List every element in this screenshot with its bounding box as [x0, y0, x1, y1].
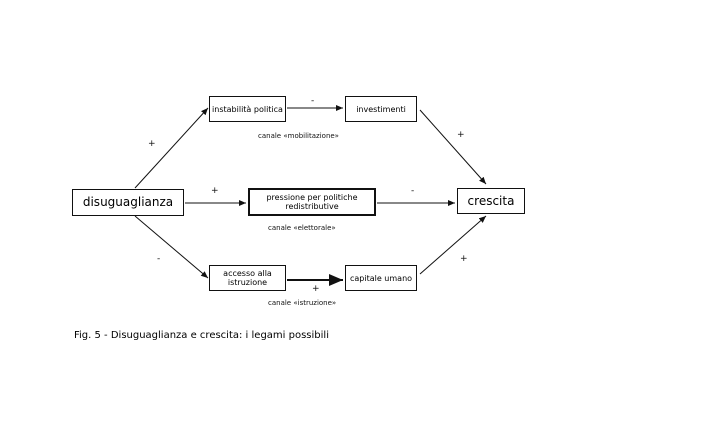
- node-disuguaglianza: disuguaglianza: [72, 189, 184, 216]
- arrow-inv-cresc: [419, 109, 487, 185]
- sign-acc-cap: +: [312, 284, 320, 294]
- node-instabilita: instabilità politica: [209, 96, 286, 122]
- arrow-dis-instab: [134, 107, 209, 189]
- node-investimenti: investimenti: [345, 96, 417, 122]
- node-capitale: capitale umano: [345, 265, 417, 291]
- sign-cap-cresc: +: [460, 254, 468, 264]
- sign-press-cresc: -: [411, 186, 415, 196]
- sign-inv-cresc: +: [457, 130, 465, 140]
- sign-dis-acc: -: [157, 254, 161, 264]
- sign-dis-press: +: [211, 186, 219, 196]
- figure-caption: Fig. 5 - Disuguaglianza e crescita: i le…: [74, 330, 329, 341]
- sign-instab-inv: -: [311, 96, 315, 106]
- channel-elettorale-label: canale «elettorale»: [268, 224, 336, 232]
- arrow-cap-cresc: [419, 215, 487, 275]
- node-crescita: crescita: [457, 188, 525, 214]
- node-accesso: accesso alla istruzione: [209, 265, 286, 291]
- node-pressione: pressione per politiche redistributive: [248, 188, 376, 216]
- arrow-dis-acc: [134, 215, 209, 279]
- channel-istruzione-label: canale «istruzione»: [268, 299, 337, 307]
- sign-dis-instab: +: [148, 139, 156, 149]
- channel-mobilitazione-label: canale «mobilitazione»: [258, 132, 339, 140]
